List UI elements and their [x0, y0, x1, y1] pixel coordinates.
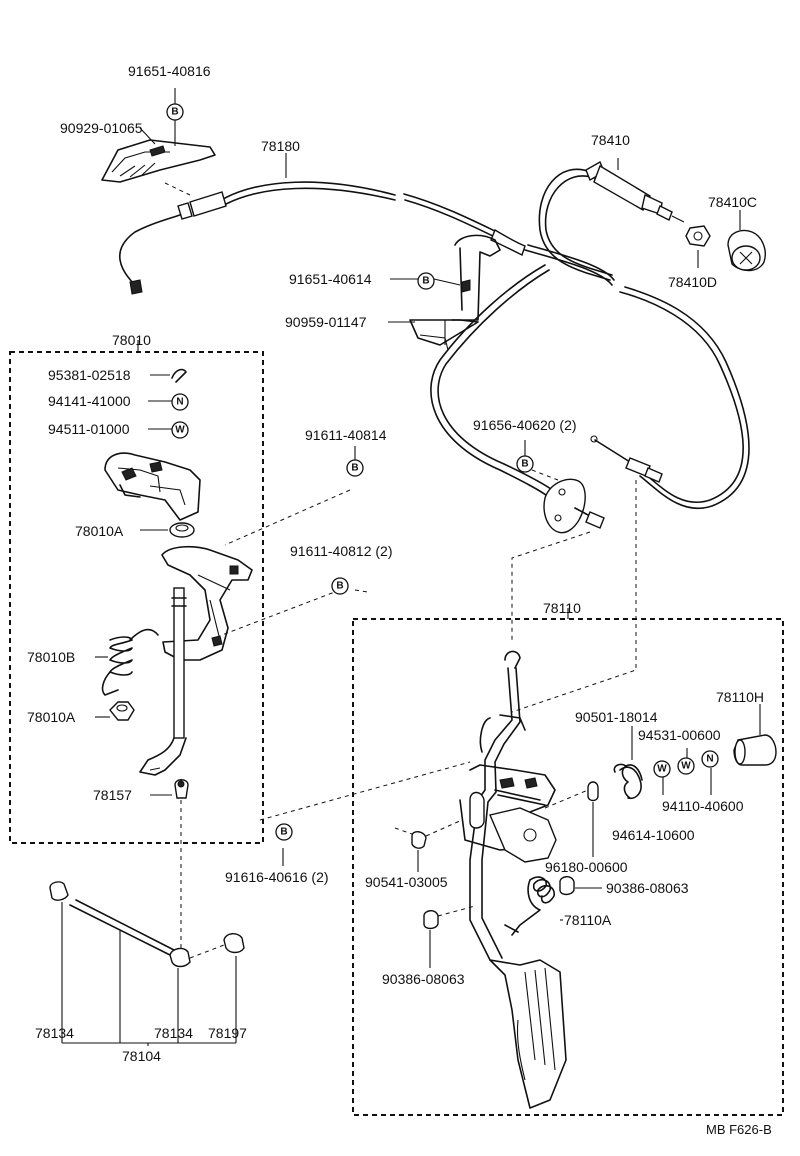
assembly-box-78110	[352, 618, 784, 1116]
label-90929-01065: 90929-01065	[60, 120, 143, 136]
badge-bolt-91616-40616: B	[275, 823, 293, 841]
badge-bolt-91611-40812: B	[331, 577, 349, 595]
label-91651-40614: 91651-40614	[289, 271, 372, 287]
svg-text:B: B	[280, 827, 287, 838]
svg-text:W: W	[175, 425, 185, 436]
label-78157: 78157	[93, 787, 132, 803]
label-78134-left: 78134	[35, 1025, 74, 1041]
badge-washer-94531-00600: W	[677, 757, 695, 775]
label-94531-00600: 94531-00600	[638, 727, 721, 743]
label-91651-40816: 91651-40816	[128, 63, 211, 79]
label-95381-02518: 95381-02518	[48, 367, 131, 383]
svg-text:B: B	[351, 463, 358, 474]
bracket-91656-40620	[543, 478, 605, 534]
badge-washer-94614-10600: W	[653, 760, 671, 778]
label-91611-40814: 91611-40814	[305, 427, 387, 443]
label-78110H: 78110H	[716, 689, 764, 705]
label-94511-01000: 94511-01000	[48, 421, 130, 437]
lever-78010	[139, 545, 253, 776]
label-96180-00600: 96180-00600	[545, 859, 628, 875]
cable-78410	[538, 158, 766, 281]
badge-nut-94141-41000: N	[171, 393, 189, 411]
label-91656-40620: 91656-40620 (2)	[473, 417, 577, 433]
label-94110-40600: 94110-40600	[662, 798, 744, 814]
collar-90386-08063-a	[559, 876, 575, 896]
label-78197: 78197	[208, 1025, 247, 1041]
svg-text:B: B	[171, 107, 178, 118]
label-91611-40812: 91611-40812 (2)	[290, 543, 392, 559]
seal-96180	[587, 781, 599, 802]
cable-78180	[118, 181, 750, 510]
label-78410D: 78410D	[668, 274, 717, 290]
label-78410: 78410	[591, 132, 630, 148]
label-78010B: 78010B	[27, 649, 75, 665]
rod-78104	[49, 881, 245, 968]
svg-text:W: W	[681, 761, 691, 772]
assembly-box-78010	[9, 351, 264, 844]
label-78180: 78180	[261, 138, 300, 154]
cable-end-right	[590, 435, 663, 483]
label-78410C: 78410C	[708, 194, 757, 210]
svg-text:B: B	[422, 276, 429, 287]
badge-bolt-91611-40814: B	[346, 459, 364, 477]
label-78010A-bottom: 78010A	[27, 709, 76, 725]
label-90959-01147: 90959-01147	[285, 314, 367, 330]
label-94141-41000: 94141-41000	[48, 393, 131, 409]
plug-90541-03005	[411, 831, 427, 849]
spring-90501-18014	[613, 763, 643, 800]
pin-95381-02518	[171, 368, 187, 383]
clip-78157	[174, 779, 189, 799]
diagram-code: MB F626-B	[706, 1122, 772, 1137]
badge-bolt-91656-40620: B	[516, 455, 534, 473]
label-78110: 78110	[543, 600, 581, 616]
badge-bolt-91651-40816: B	[166, 103, 184, 121]
label-91616-40616: 91616-40616 (2)	[225, 869, 329, 885]
cap-78110H	[733, 734, 777, 766]
label-78134-right: 78134	[154, 1025, 193, 1041]
label-78104: 78104	[122, 1048, 161, 1064]
label-78110A: 78110A	[564, 912, 612, 928]
bushing-78010A-top	[169, 522, 195, 538]
svg-text:N: N	[706, 754, 713, 765]
label-78010: 78010	[112, 332, 151, 348]
label-90541-03005: 90541-03005	[365, 874, 448, 890]
clamp-90959-01147	[409, 234, 501, 351]
spring-78110A	[504, 876, 555, 936]
label-90386-08063-a: 90386-08063	[606, 880, 689, 896]
label-94614-10600: 94614-10600	[612, 827, 695, 843]
bushing-78010A-bottom	[109, 701, 135, 721]
badge-nut-94110-40600: N	[701, 750, 719, 768]
svg-text:B: B	[521, 459, 528, 470]
pedal-78110	[459, 650, 567, 1109]
svg-text:N: N	[176, 397, 183, 408]
collar-90386-08063-b	[423, 910, 439, 930]
knob-78410C	[727, 229, 766, 272]
bracket-78010-upper	[104, 452, 201, 521]
label-90386-08063-b: 90386-08063	[382, 971, 465, 987]
svg-text:W: W	[657, 764, 667, 775]
nut-78410D	[685, 225, 711, 247]
svg-text:B: B	[336, 581, 343, 592]
spring-78010B	[101, 628, 159, 696]
badge-bolt-91651-40614: B	[417, 272, 435, 290]
badge-washer-94511-01000: W	[171, 421, 189, 439]
label-90501-18014: 90501-18014	[575, 709, 658, 725]
label-78010A-top: 78010A	[75, 523, 124, 539]
bracket-90929-01065	[101, 139, 216, 183]
